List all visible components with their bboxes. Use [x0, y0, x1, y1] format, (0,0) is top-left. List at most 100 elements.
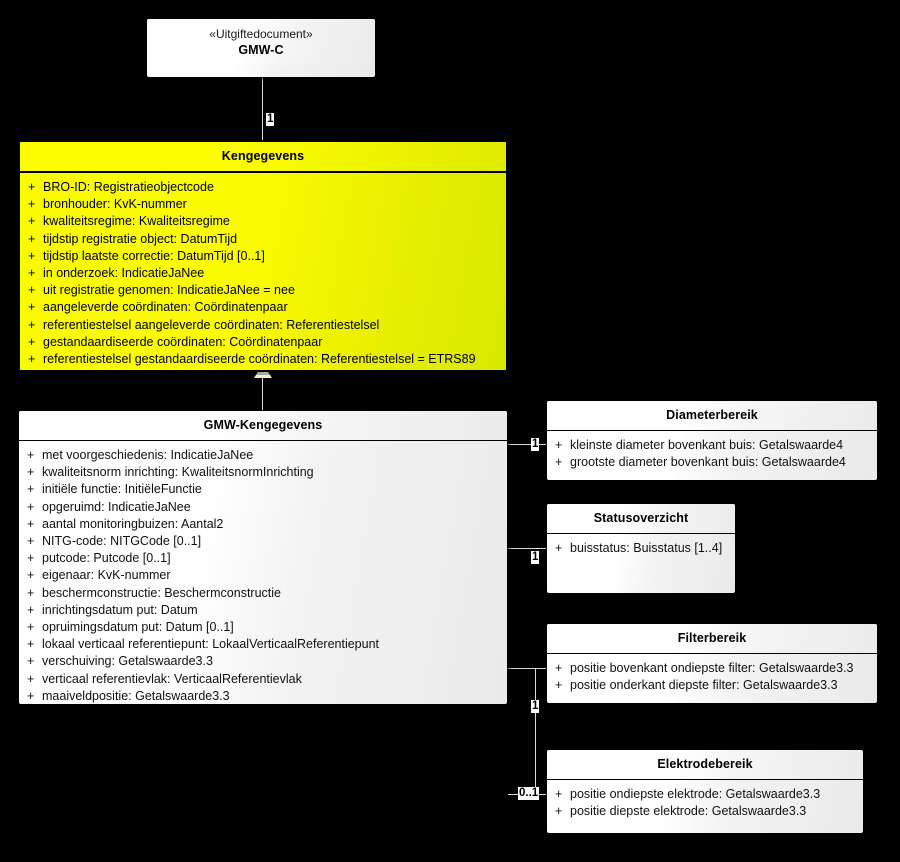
attribute-visibility: +: [27, 448, 35, 462]
class-attribute-row: + uit registratie genomen: IndicatieJaNee…: [20, 282, 506, 299]
attribute-text: eigenaar: KvK-nummer: [42, 568, 171, 583]
class-elektrodebereik[interactable]: Elektrodebereik + positie ondiepste elekt…: [546, 749, 864, 834]
class-elektrodebereik-name: Elektrodebereik: [657, 757, 753, 771]
class-attribute-row: + buisstatus: Buisstatus [1..4]: [547, 540, 735, 557]
attribute-text: positie ondiepste elektrode: Getalswaard…: [570, 787, 821, 801]
class-filterbereik-header: Filterbereik: [547, 624, 877, 654]
class-attribute-row: + met voorgeschiedenis: IndicatieJaNee: [19, 447, 507, 464]
multiplicity-elektrodebereik: 0..1: [518, 787, 540, 800]
attribute-text: buisstatus: Buisstatus [1..4]: [570, 541, 723, 555]
attribute-visibility: +: [28, 231, 36, 246]
class-kengegevens-name: Kengegevens: [221, 149, 305, 163]
connector-filterbereik-drop: [535, 668, 536, 708]
attribute-text: BRO-ID: Registratieobjectcode: [43, 180, 214, 194]
attribute-text: tijdstip registratie object: DatumTijd: [43, 231, 238, 246]
class-attribute-row: +kleinste diameter bovenkant buis: Getal…: [547, 437, 877, 454]
class-attribute-row: +maaiveldpositie: Getalswaarde3.3: [19, 688, 507, 704]
attribute-text: inrichtingsdatum put: Datum: [42, 602, 198, 617]
attribute-text: tijdstip laatste correctie: DatumTijd [0…: [43, 248, 265, 263]
class-diameterbereik-attributes: +kleinste diameter bovenkant buis: Getal…: [547, 431, 877, 479]
attribute-text: bronhouder: KvK-nummer: [43, 197, 187, 212]
attribute-visibility: +: [27, 568, 35, 583]
attribute-text: initiële functie: InitiëleFunctie: [42, 482, 202, 497]
class-attribute-row: + positie ondiepste elektrode: Getalswaar…: [547, 786, 863, 803]
class-attribute-row: + initiële functie: InitiëleFunctie: [19, 481, 507, 498]
class-kengegevens-header: Kengegevens: [20, 142, 506, 173]
class-gmw-kengegevens-name: GMW-Kengegevens: [203, 418, 323, 432]
attribute-text: lokaal verticaal referentiepunt: LokaalV…: [42, 637, 380, 652]
connector-gmwk-diameterbereik: [508, 444, 552, 445]
class-gmw-c-stereotype: «Uitgiftedocument»: [209, 27, 313, 41]
multiplicity-diameterbereik: 1: [531, 438, 540, 451]
attribute-visibility: +: [28, 248, 36, 263]
class-filterbereik[interactable]: Filterbereik +positie bovenkant ondiepst…: [546, 623, 878, 704]
attribute-visibility: +: [555, 455, 563, 470]
attribute-visibility: +: [28, 334, 36, 349]
class-filterbereik-name: Filterbereik: [677, 631, 747, 645]
attribute-visibility: +: [555, 661, 563, 675]
class-diameterbereik[interactable]: Diameterbereik +kleinste diameter bovenk…: [546, 400, 878, 481]
attribute-visibility: +: [555, 787, 563, 801]
attribute-text: met voorgeschiedenis: IndicatieJaNee: [42, 448, 254, 462]
class-attribute-row: +positie onderkant diepste filter: Getal…: [547, 677, 877, 694]
class-kengegevens[interactable]: Kengegevens +BRO-ID: Registratieobjectco…: [18, 140, 508, 372]
class-attribute-row: + NITG-code: NITGCode [0..1]: [19, 533, 507, 550]
class-attribute-row: +referentiestelsel aangeleverde coördina…: [20, 317, 506, 334]
attribute-text: positie onderkant diepste filter: Getals…: [570, 678, 838, 693]
class-attribute-row: +BRO-ID: Registratieobjectcode: [20, 179, 506, 196]
class-attribute-row: +kwaliteitsregime: Kwaliteitsregime: [20, 213, 506, 230]
class-gmw-c-header: «Uitgiftedocument» GMW-C: [147, 19, 375, 65]
attribute-visibility: +: [28, 266, 36, 281]
attribute-text: beschermconstructie: Beschermconstructie: [42, 585, 281, 600]
attribute-visibility: +: [27, 620, 35, 635]
attribute-visibility: +: [27, 482, 35, 497]
attribute-visibility: +: [27, 516, 35, 531]
attribute-visibility: +: [555, 804, 563, 819]
multiplicity-statusoverzicht: 1: [531, 551, 540, 564]
attribute-text: NITG-code: NITGCode [0..1]: [42, 534, 202, 549]
attribute-visibility: +: [27, 671, 35, 686]
attribute-visibility: +: [555, 541, 563, 555]
class-attribute-row: +positie bovenkant ondiepste filter: Get…: [547, 660, 877, 677]
class-attribute-row: +verschuiving: Getalswaarde3.3: [19, 653, 507, 670]
class-diameterbereik-header: Diameterbereik: [547, 401, 877, 431]
attribute-visibility: +: [27, 534, 35, 549]
class-attribute-row: + verticaal referentievlak: VerticaalRefe…: [19, 671, 507, 688]
class-gmw-c[interactable]: «Uitgiftedocument» GMW-C: [146, 18, 376, 78]
attribute-text: referentiestelsel aangeleverde coördinat…: [43, 317, 380, 332]
class-attribute-row: +referentiestelsel gestandaardiseerde co…: [20, 351, 506, 368]
connector-gmwk-filterbereik: [508, 668, 552, 669]
attribute-visibility: +: [27, 688, 35, 703]
attribute-visibility: +: [28, 283, 36, 298]
attribute-text: in onderzoek: IndicatieJaNee: [43, 266, 205, 281]
class-statusoverzicht-name: Statusoverzicht: [593, 511, 689, 525]
class-attribute-row: +positie diepste elektrode: Getalswaarde…: [547, 803, 863, 820]
class-elektrodebereik-header: Elektrodebereik: [547, 750, 863, 780]
class-statusoverzicht-attributes: + buisstatus: Buisstatus [1..4]: [547, 534, 735, 565]
class-attribute-row: + in onderzoek: IndicatieJaNee: [20, 265, 506, 282]
attribute-text: grootste diameter bovenkant buis: Getals…: [570, 455, 846, 470]
class-statusoverzicht-header: Statusoverzicht: [547, 504, 735, 534]
attribute-visibility: +: [27, 637, 35, 652]
class-gmw-kengegevens-attributes: +met voorgeschiedenis: IndicatieJaNee+kw…: [19, 441, 507, 704]
class-filterbereik-attributes: +positie bovenkant ondiepste filter: Get…: [547, 654, 877, 702]
attribute-text: verticaal referentievlak: VerticaalRefer…: [42, 671, 302, 686]
class-attribute-row: + tijdstip registratie object: DatumTijd: [20, 231, 506, 248]
class-attribute-row: + grootste diameter bovenkant buis: Getal…: [547, 454, 877, 471]
attribute-visibility: +: [27, 602, 35, 617]
class-gmw-kengegevens-header: GMW-Kengegevens: [19, 411, 507, 441]
class-attribute-row: +beschermconstructie: Beschermconstructi…: [19, 585, 507, 602]
class-attribute-row: + inrichtingsdatum put: Datum: [19, 602, 507, 619]
class-gmw-c-name: GMW-C: [238, 43, 284, 57]
class-statusoverzicht[interactable]: Statusoverzicht + buisstatus: Buisstatus …: [546, 503, 736, 594]
class-diameterbereik-name: Diameterbereik: [666, 408, 758, 422]
class-attribute-row: +bronhouder: KvK-nummer: [20, 196, 506, 213]
class-gmw-kengegevens[interactable]: GMW-Kengegevens + met voorgeschiedenis: I…: [18, 410, 508, 705]
attribute-visibility: +: [28, 300, 36, 315]
attribute-text: uit registratie genomen: IndicatieJaNee …: [43, 283, 295, 298]
attribute-visibility: +: [28, 352, 36, 367]
connector-gmwk-statusoverzicht: [508, 548, 552, 549]
class-attribute-row: +putcode: Putcode [0..1]: [19, 550, 507, 567]
attribute-text: kwaliteitsregime: Kwaliteitsregime: [43, 214, 230, 229]
